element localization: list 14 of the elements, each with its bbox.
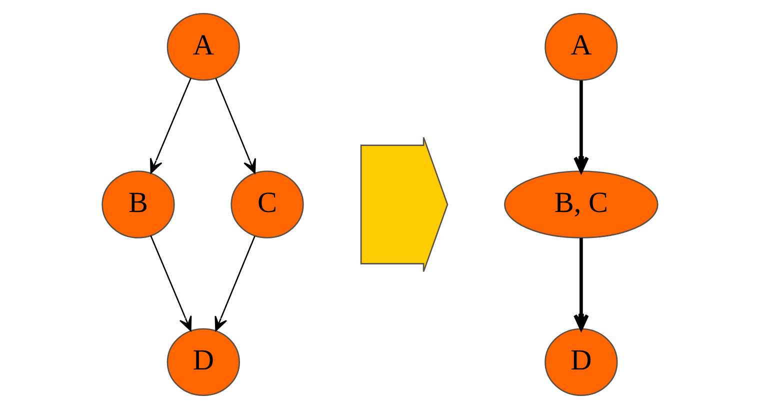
node-arrow (360, 136, 448, 272)
node-circle: D (544, 328, 618, 396)
node-circle: D (166, 328, 240, 396)
arrow (150, 78, 192, 174)
node-circle: A (166, 12, 240, 81)
node-circle: C (230, 170, 304, 238)
node-circle: B (102, 170, 175, 238)
arrow (574, 238, 589, 330)
arrow (150, 235, 192, 332)
node-ellipse: B, C (504, 170, 658, 238)
arrow (574, 80, 589, 173)
node-circle: A (544, 12, 618, 81)
arrow (214, 236, 256, 332)
arrow (215, 78, 256, 174)
